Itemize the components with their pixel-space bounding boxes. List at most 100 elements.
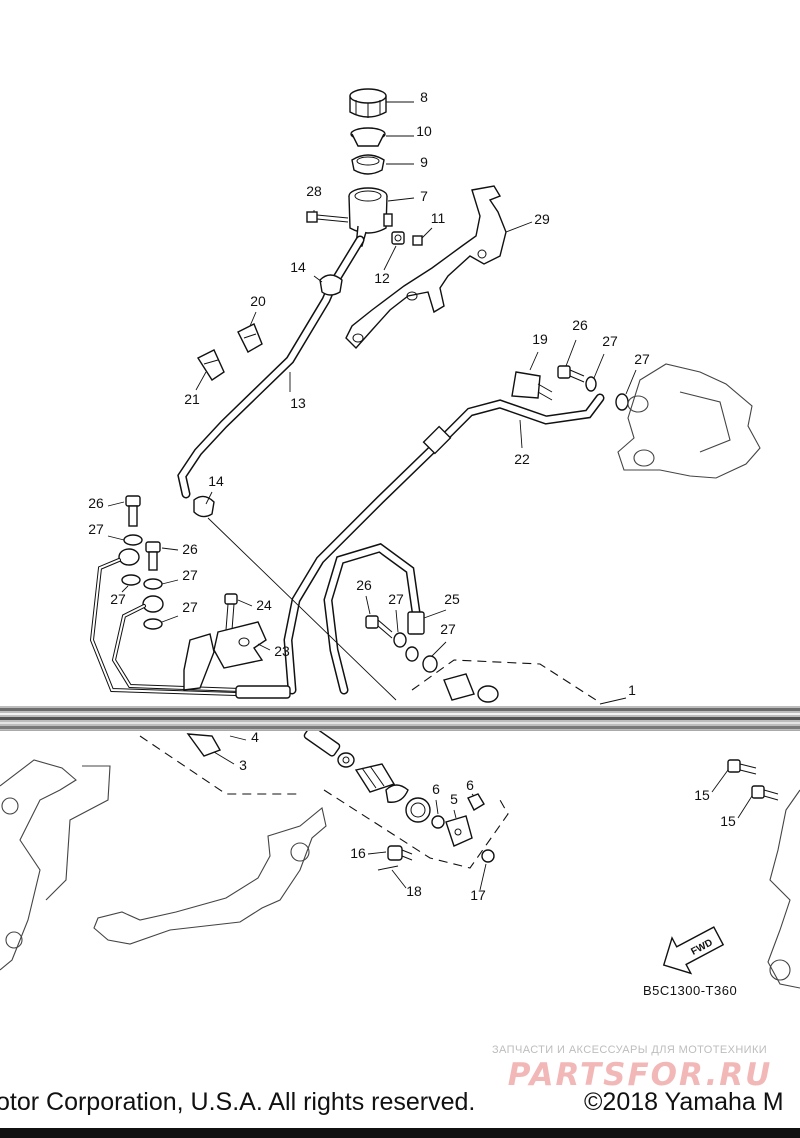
leader-line-27d — [161, 579, 179, 585]
washer-27h — [422, 655, 438, 673]
leader-line-16 — [367, 851, 387, 855]
callout-11: 11 — [431, 210, 446, 226]
guard-bracket — [183, 633, 215, 691]
leader-line-27e — [121, 585, 129, 593]
piston-kit — [354, 763, 396, 793]
washer-27g — [393, 632, 407, 648]
leader-line-15a — [711, 769, 729, 793]
leader-line-14b — [205, 491, 213, 505]
brake-switch-19 — [511, 371, 553, 401]
leader-line-23 — [257, 643, 271, 651]
right-footrest-ghost — [767, 789, 800, 989]
callout-25: 25 — [444, 591, 460, 607]
leader-line-27h — [431, 641, 447, 657]
leader-line-5 — [453, 809, 457, 819]
reservoir-tank-7 — [348, 187, 393, 247]
circlip — [385, 784, 409, 803]
scan-tear-band — [0, 706, 800, 731]
diaphragm-plate-10 — [350, 127, 386, 147]
callout-21: 21 — [184, 391, 200, 407]
reference-code: B5C1300-T360 — [643, 983, 738, 998]
callout-27h: 27 — [440, 621, 456, 637]
hose-25 — [323, 543, 425, 695]
callout-20: 20 — [250, 293, 266, 309]
svg-text:PARTSFOR.RU: PARTSFOR.RU — [508, 1057, 773, 1092]
brake-pipe-left — [89, 558, 242, 696]
copyright-footer-right: ©2018 Yamaha M — [584, 1088, 784, 1116]
callout-27a: 27 — [602, 333, 618, 349]
leader-line-6b — [471, 793, 475, 797]
leader-line-18 — [391, 869, 407, 889]
bolt-28 — [306, 211, 349, 223]
nut-6b — [467, 793, 485, 811]
leader-line-21 — [195, 371, 207, 391]
bolt-24 — [224, 593, 238, 631]
leader-line-22 — [519, 419, 523, 449]
washer-27d — [143, 578, 163, 590]
leader-line-1 — [599, 697, 627, 705]
clip-20 — [237, 323, 263, 353]
callout-27b: 27 — [634, 351, 650, 367]
union-bolt-26-left-mid — [145, 541, 161, 571]
callout-26a: 26 — [572, 317, 588, 333]
callout-22: 22 — [514, 451, 530, 467]
callout-4: 4 — [251, 729, 259, 745]
leader-line-26c — [161, 547, 179, 551]
leader-line-27f — [161, 615, 179, 623]
callout-6b: 6 — [466, 777, 474, 793]
clamp-14-upper — [319, 274, 343, 296]
washer-27h-a — [405, 646, 419, 662]
cotter-pin-18 — [377, 865, 399, 871]
master-cylinder-fitting — [235, 673, 499, 703]
leader-line-12 — [383, 245, 397, 271]
bottom-edge-bar — [0, 1128, 800, 1138]
leader-line-17 — [479, 863, 487, 891]
rear-caliper-ghost — [617, 363, 761, 479]
callout-19: 19 — [532, 331, 548, 347]
leader-line-27c — [107, 535, 125, 541]
washer-27b — [615, 393, 629, 411]
callout-1: 1 — [628, 682, 636, 698]
callout-27e: 27 — [110, 591, 126, 607]
callout-15a: 15 — [694, 787, 710, 803]
watermark-caption: ЗАПЧАСТИ И АКСЕССУАРЫ ДЛЯ МОТОТЕХНИКИ — [492, 1044, 768, 1056]
nut-6a — [431, 815, 445, 829]
pin-16 — [387, 845, 413, 861]
washer-17 — [481, 849, 495, 863]
washer-27f — [143, 618, 163, 630]
pin-3 — [186, 733, 222, 757]
callout-13: 13 — [290, 395, 306, 411]
pipe-eye-upper — [118, 548, 140, 566]
leader-line-4 — [229, 735, 247, 741]
callout-15b: 15 — [720, 813, 736, 829]
leader-line-29 — [505, 221, 533, 233]
callout-10: 10 — [416, 123, 432, 139]
callout-27c: 27 — [88, 521, 104, 537]
reservoir-cap-8 — [349, 88, 387, 118]
callout-7: 7 — [420, 188, 428, 204]
callout-14b: 14 — [208, 473, 224, 489]
clip-21 — [196, 349, 225, 381]
callout-5: 5 — [450, 791, 458, 807]
callout-26d: 26 — [356, 577, 372, 593]
washer-27a — [585, 376, 597, 392]
union-bolt-26-upper — [557, 365, 585, 383]
callout-26b: 26 — [88, 495, 104, 511]
bolt-15-upper — [727, 759, 757, 775]
leader-line-15b — [737, 795, 753, 819]
copyright-footer-left: otor Corporation, U.S.A. All rights rese… — [0, 1088, 476, 1116]
leader-line-27b — [625, 369, 637, 395]
leader-line-7 — [387, 197, 415, 202]
bracket-29 — [345, 185, 507, 350]
leader-line-20 — [249, 311, 257, 327]
callout-3: 3 — [239, 757, 247, 773]
union-bolt-26-mid — [365, 615, 393, 639]
callout-6a: 6 — [432, 781, 440, 797]
leader-line-26b — [107, 501, 125, 507]
diaphragm-9 — [351, 154, 385, 175]
callout-12: 12 — [374, 270, 390, 286]
callout-8: 8 — [420, 89, 428, 105]
callout-27f: 27 — [182, 599, 198, 615]
